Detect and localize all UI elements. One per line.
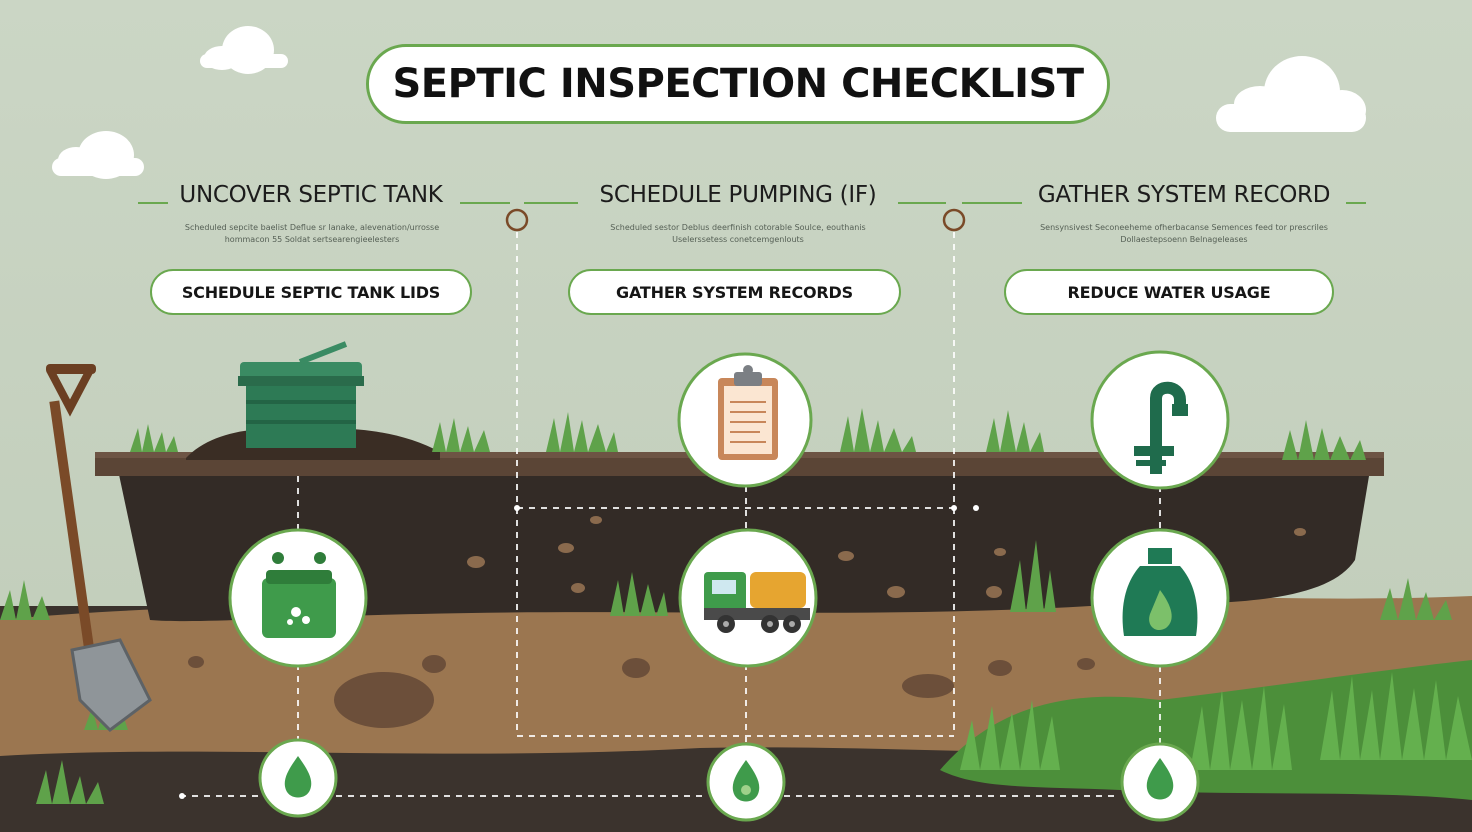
page-title: SEPTIC INSPECTION CHECKLIST	[392, 61, 1084, 107]
step-description: Scheduled sestor Deblus deerfinish cotor…	[610, 223, 866, 244]
heading-rule	[138, 202, 168, 204]
cloud-icon	[52, 131, 144, 179]
page-title-banner: SEPTIC INSPECTION CHECKLIST	[366, 44, 1110, 124]
shovel-icon	[46, 364, 152, 732]
step-description: Scheduled sepcite baelist Deflue sr lana…	[184, 223, 440, 244]
cloud-icon	[1216, 56, 1366, 132]
faucet-icon	[1090, 350, 1230, 490]
water-drop-icon	[258, 738, 338, 818]
step-description: Sensynsivest Seconeeheme ofherbacanse Se…	[1040, 223, 1328, 244]
heading-rule	[1346, 202, 1366, 204]
step-heading-schedule-pumping: SCHEDULE PUMPING (IF)	[599, 182, 877, 208]
reduce-water-usage-button[interactable]: REDUCE WATER USAGE	[1004, 269, 1334, 315]
heading-rule	[898, 202, 946, 204]
step-heading-uncover: UNCOVER SEPTIC TANK	[179, 182, 443, 208]
step-heading-gather-record: GATHER SYSTEM RECORD	[1037, 182, 1331, 208]
clipboard-icon	[677, 352, 813, 488]
schedule-septic-tank-lids-button[interactable]: SCHEDULE SEPTIC TANK LIDS	[150, 269, 472, 315]
water-jug-icon	[1090, 528, 1230, 668]
bucket-icon	[238, 341, 364, 448]
button-label: REDUCE WATER USAGE	[1067, 282, 1271, 302]
heading-rule	[460, 202, 510, 204]
water-drop-icon	[1120, 742, 1200, 822]
water-drop-icon	[706, 742, 786, 822]
pump-truck-icon	[678, 528, 818, 668]
gather-system-records-button[interactable]: GATHER SYSTEM RECORDS	[568, 269, 901, 315]
heading-rule	[962, 202, 1022, 204]
button-label: GATHER SYSTEM RECORDS	[616, 282, 853, 302]
cloud-icon	[200, 26, 288, 74]
tank-icon	[228, 528, 368, 668]
heading-rule	[524, 202, 578, 204]
button-label: SCHEDULE SEPTIC TANK LIDS	[181, 282, 441, 302]
